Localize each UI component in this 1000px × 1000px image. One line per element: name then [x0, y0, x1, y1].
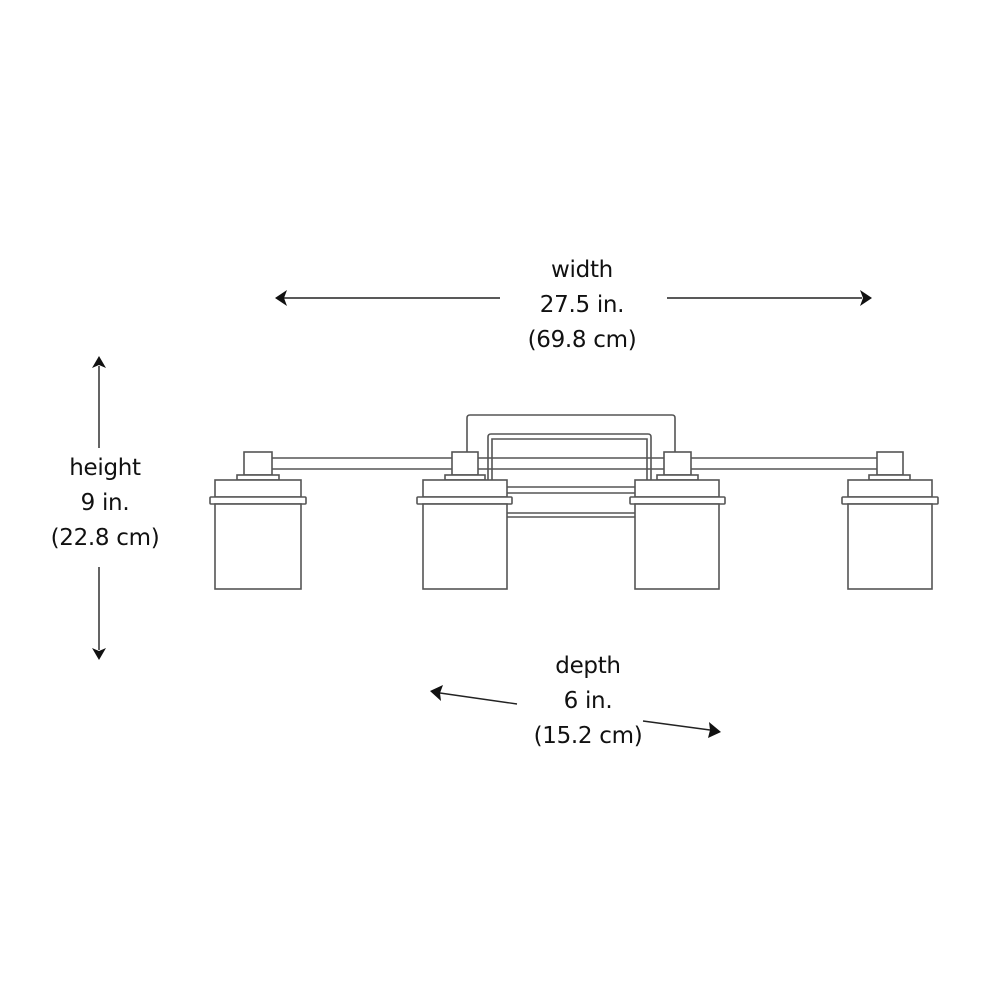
- light-4: [841, 451, 939, 590]
- depth-arrow: [430, 685, 721, 738]
- width-title: width: [551, 257, 613, 283]
- depth-title: depth: [555, 653, 621, 679]
- height-dimension-label: height 9 in. (22.8 cm): [5, 451, 205, 556]
- depth-metric: (15.2 cm): [533, 723, 643, 749]
- depth-imperial: 6 in.: [563, 688, 613, 714]
- width-arrow: [275, 290, 872, 306]
- arrow-back-icon: [430, 685, 443, 701]
- light-2: [416, 451, 513, 590]
- width-metric: (69.8 cm): [527, 327, 637, 353]
- height-arrow: [92, 356, 106, 660]
- width-imperial: 27.5 in.: [539, 292, 625, 318]
- light-1: [209, 451, 307, 590]
- arrow-up-icon: [92, 356, 106, 368]
- height-imperial: 9 in.: [80, 490, 130, 516]
- height-metric: (22.8 cm): [50, 525, 160, 551]
- glass-shade: [847, 503, 933, 590]
- depth-dimension-label: depth 6 in. (15.2 cm): [488, 649, 688, 754]
- light-3: [629, 451, 726, 590]
- arrow-down-icon: [92, 648, 106, 660]
- arm-bar: [272, 457, 877, 470]
- glass-shade: [214, 503, 302, 590]
- width-dimension-label: width 27.5 in. (69.8 cm): [482, 253, 682, 358]
- height-title: height: [69, 455, 141, 481]
- glass-shade: [422, 503, 508, 590]
- glass-shade: [634, 503, 720, 590]
- arrow-left-icon: [275, 290, 287, 306]
- backplate: [466, 414, 676, 518]
- arrow-right-icon: [860, 290, 872, 306]
- arrow-front-icon: [708, 722, 721, 738]
